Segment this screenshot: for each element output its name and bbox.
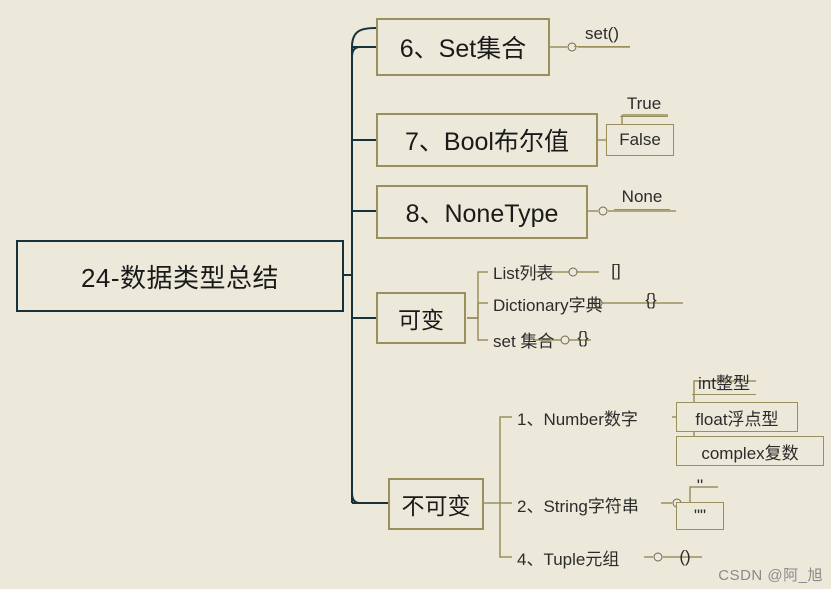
leaf-tuple-value-label: () xyxy=(679,547,691,566)
leaf-complex[interactable]: complex复数 xyxy=(676,436,824,466)
leaf-list-label: List列表 xyxy=(493,263,554,283)
branch-node-set-label: 6、Set集合 xyxy=(399,35,527,63)
leaf-bool-false[interactable]: False xyxy=(606,124,674,156)
branch-node-set[interactable]: 6、Set集合 xyxy=(376,18,550,76)
leaf-string[interactable]: 2、String字符串 xyxy=(514,492,662,516)
watermark-text: CSDN @阿_旭 xyxy=(718,567,823,584)
leaf-list[interactable]: List列表 xyxy=(490,259,574,283)
leaf-set-value: {} xyxy=(570,326,596,350)
branch-node-mutable[interactable]: 可变 xyxy=(376,292,466,344)
leaf-string-single-quote: '' xyxy=(688,475,712,497)
leaf-number[interactable]: 1、Number数字 xyxy=(514,405,672,429)
root-node-label: 24-数据类型总结 xyxy=(80,262,280,293)
leaf-tuple-value: () xyxy=(672,545,698,569)
leaf-number-label: 1、Number数字 xyxy=(517,409,638,429)
leaf-string-double-quote-label: "" xyxy=(693,506,707,525)
branch-node-nonetype-label: 8、NoneType xyxy=(405,200,559,228)
leaf-none[interactable]: None xyxy=(614,184,670,210)
leaf-set-value-label: {} xyxy=(577,328,589,347)
branch-node-immutable[interactable]: 不可变 xyxy=(388,478,484,530)
leaf-set-call[interactable]: set() xyxy=(574,21,630,47)
watermark: CSDN @阿_旭 xyxy=(718,564,823,585)
leaf-tuple[interactable]: 4、Tuple元组 xyxy=(514,545,646,569)
branch-node-bool[interactable]: 7、Bool布尔值 xyxy=(376,113,598,167)
leaf-bool-true[interactable]: True xyxy=(620,92,668,117)
branch-node-mutable-label: 可变 xyxy=(398,307,444,333)
branch-node-immutable-label: 不可变 xyxy=(401,493,471,519)
leaf-int-label: int整型 xyxy=(698,374,750,393)
branch-node-nonetype[interactable]: 8、NoneType xyxy=(376,185,588,239)
leaf-bool-false-label: False xyxy=(619,130,661,149)
leaf-tuple-label: 4、Tuple元组 xyxy=(517,549,620,569)
leaf-dictionary-value: {} xyxy=(638,288,664,312)
root-node[interactable]: 24-数据类型总结 xyxy=(16,240,344,312)
branch-node-bool-label: 7、Bool布尔值 xyxy=(405,128,569,156)
leaf-bool-true-label: True xyxy=(626,94,662,113)
leaf-set[interactable]: set 集合 xyxy=(490,327,568,351)
leaf-dictionary-label: Dictionary字典 xyxy=(493,295,603,315)
leaf-float-label: float浮点型 xyxy=(695,409,779,429)
leaf-string-label: 2、String字符串 xyxy=(517,496,639,516)
leaf-int[interactable]: int整型 xyxy=(692,369,756,395)
leaf-list-value: [] xyxy=(604,259,628,283)
leaf-dictionary[interactable]: Dictionary字典 xyxy=(490,291,603,315)
leaf-set-call-label: set() xyxy=(585,23,619,43)
leaf-dictionary-value-label: {} xyxy=(645,290,657,309)
leaf-string-double-quote[interactable]: "" xyxy=(676,502,724,530)
leaf-list-value-label: [] xyxy=(611,261,621,280)
leaf-float[interactable]: float浮点型 xyxy=(676,402,798,432)
leaf-none-label: None xyxy=(621,186,663,206)
leaf-set-label: set 集合 xyxy=(493,331,555,351)
leaf-complex-label: complex复数 xyxy=(701,443,799,463)
leaf-string-single-quote-label: '' xyxy=(696,476,704,495)
